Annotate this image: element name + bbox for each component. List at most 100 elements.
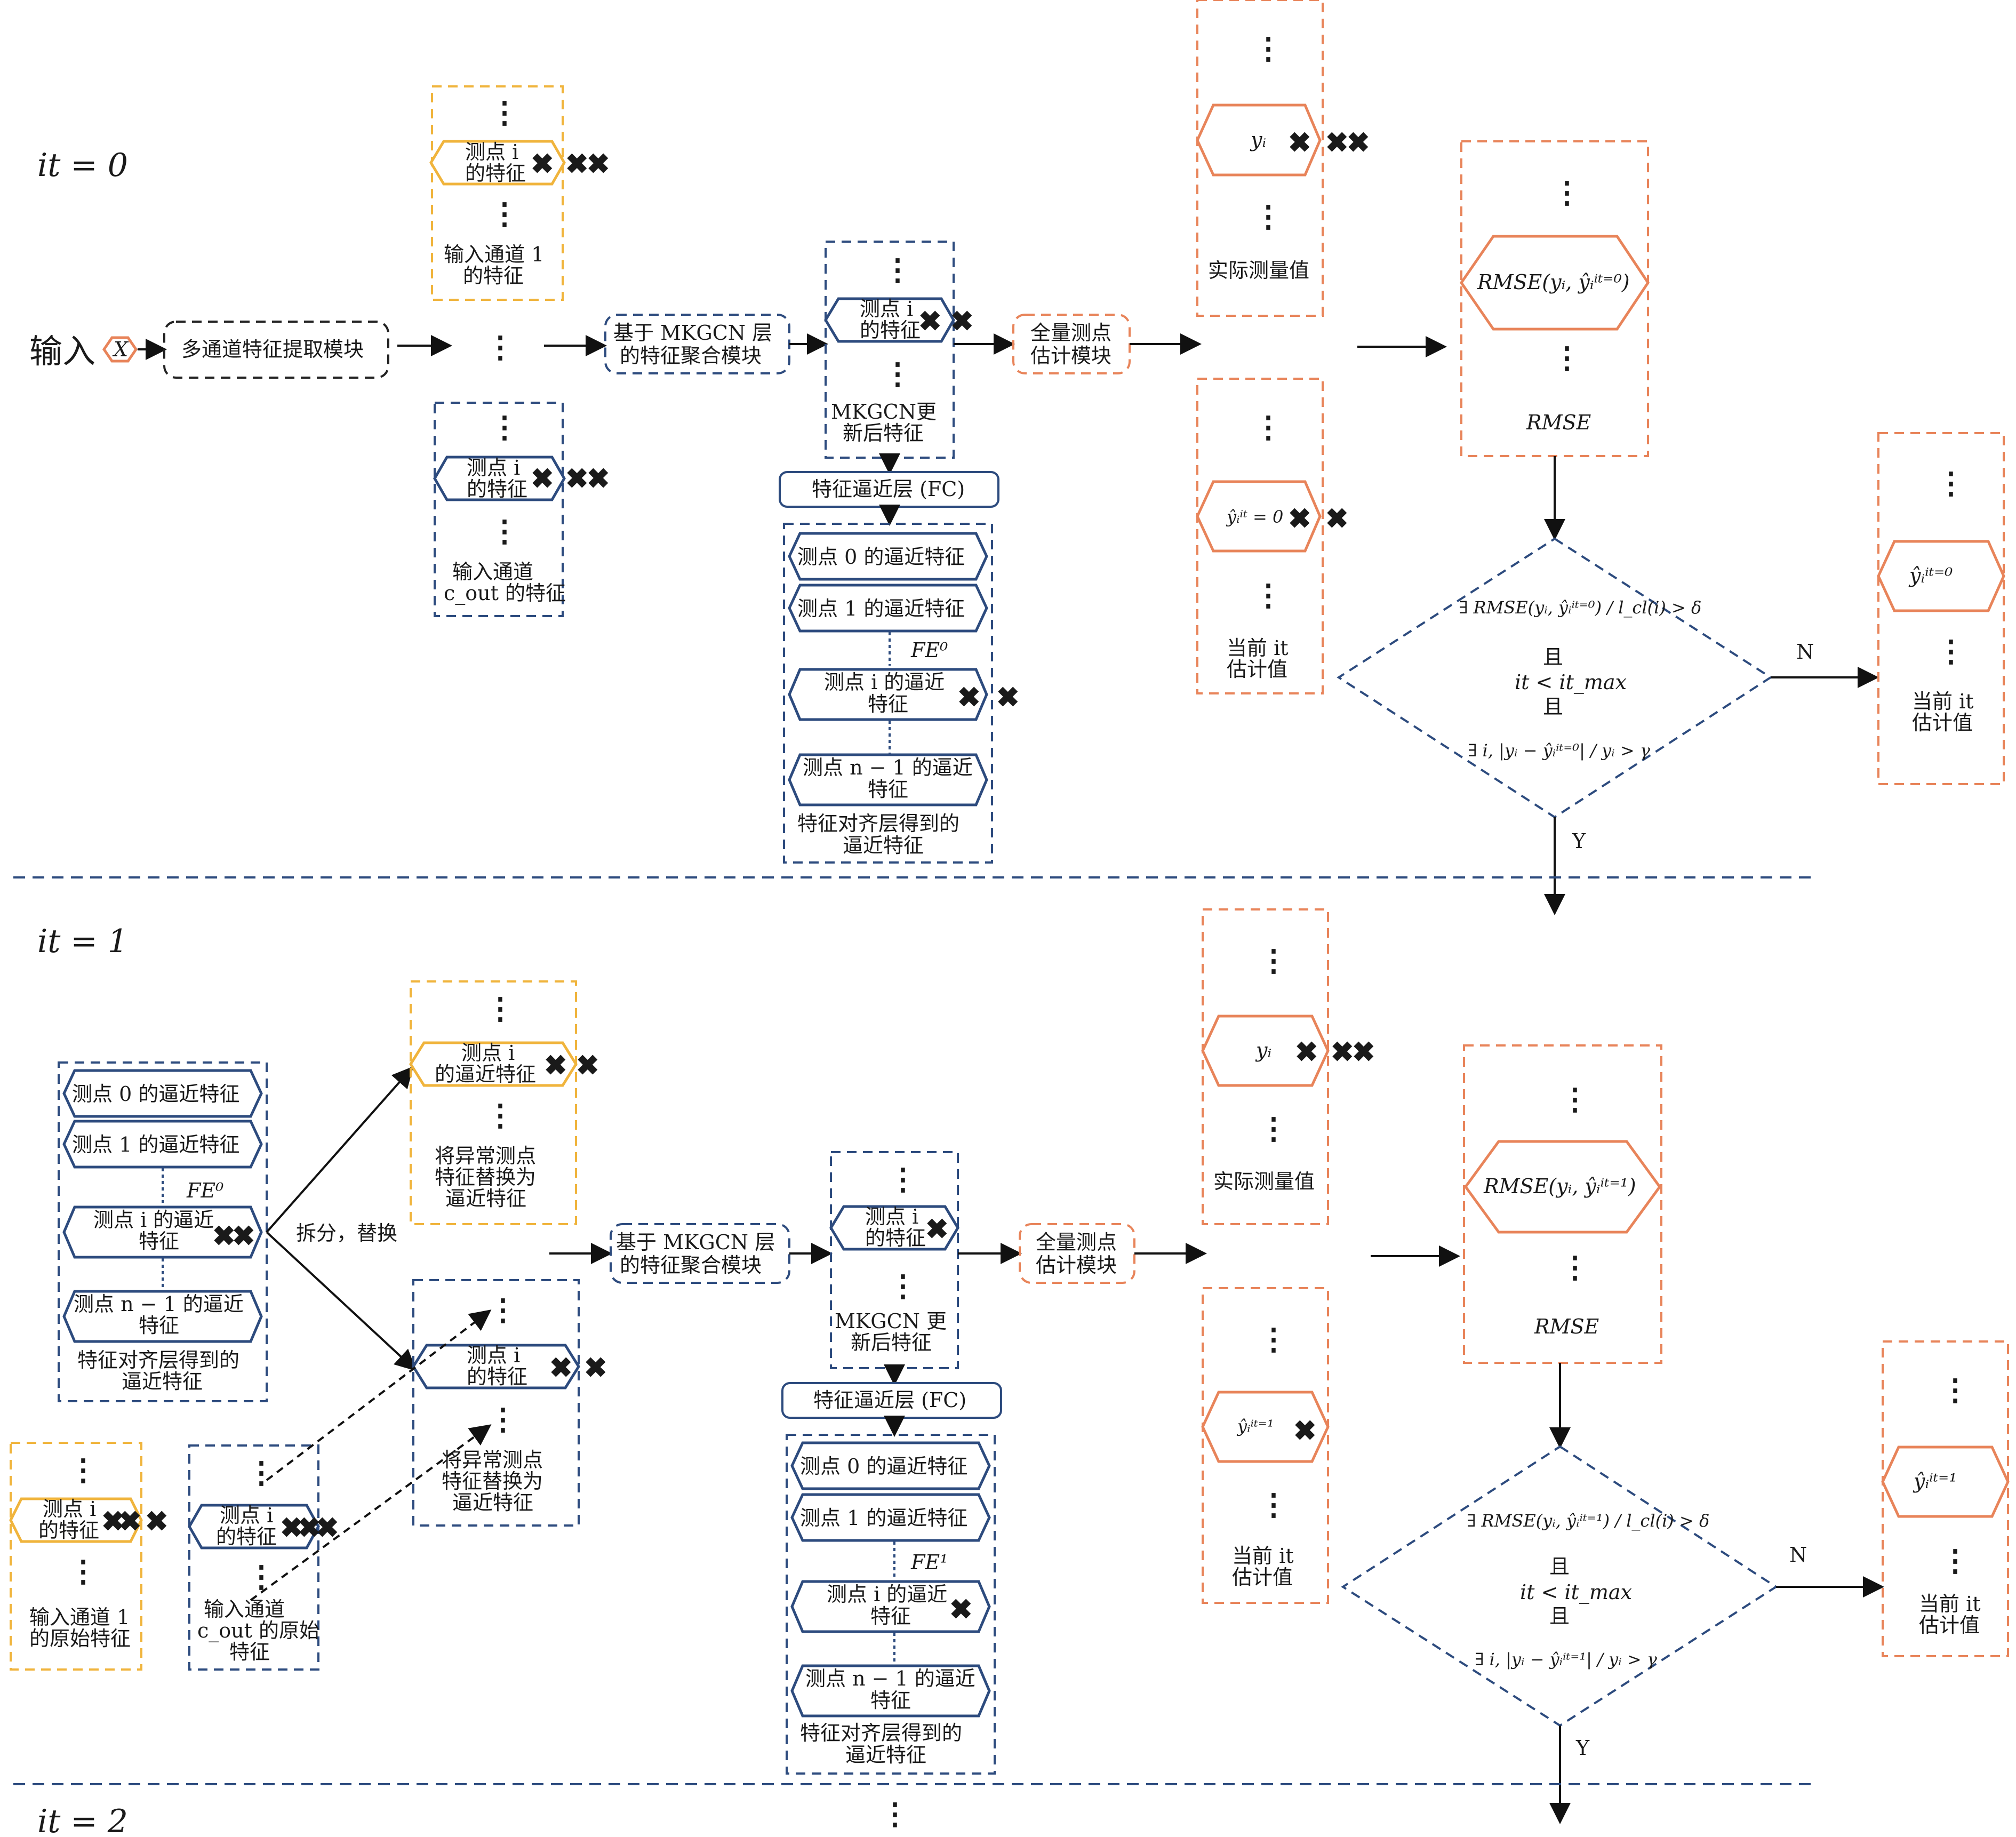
point-i-feature-ch1 <box>429 140 566 186</box>
dots-cout-bottom: ⋮ <box>490 514 519 549</box>
cross-icon: ✖ <box>101 1505 125 1538</box>
cross-icon: ✖ <box>949 1593 973 1626</box>
dots-rmse-bottom: ⋮ <box>1552 340 1582 376</box>
cross-icon: ✖ <box>280 1512 303 1544</box>
arrow-split-up <box>266 1066 414 1233</box>
original-cout-group <box>188 1444 319 1671</box>
current-line1-1: 当前 it <box>1232 1544 1294 1568</box>
input-x-label: X <box>112 338 129 361</box>
dots-orig1-bottom: ⋮ <box>68 1554 98 1589</box>
cross-icon: ✖ <box>118 1505 142 1538</box>
continuation-dots: ⋮ <box>880 1796 910 1832</box>
cond1-0: ∃ RMSE(yᵢ, ŷᵢⁱᵗ⁼⁰) / l_cl(i) > δ <box>1459 597 1701 618</box>
prev-align-line2: 逼近特征 <box>122 1370 203 1393</box>
full-estimation-module-1 <box>1019 1223 1135 1284</box>
dots-out1-top: ⋮ <box>1940 1372 1970 1408</box>
dots-cout-top: ⋮ <box>490 410 519 445</box>
yes-label-0: Y <box>1572 829 1586 853</box>
prev-align-line1: 特征对齐层得到的 <box>77 1348 239 1372</box>
original-point-i-cout <box>188 1504 320 1550</box>
current-estimate-group <box>1196 378 1324 694</box>
prev-approx-1 <box>62 1120 263 1169</box>
dots-cur1-top: ⋮ <box>1259 1322 1289 1357</box>
output-estimate-group-1 <box>1882 1340 2009 1657</box>
orig2-pt-line1: 测点 i <box>220 1504 273 1527</box>
orig2-pt-line2: 的特征 <box>216 1525 277 1548</box>
iteration-label-2: it = 2 <box>37 1803 128 1837</box>
upd-line1: MKGCN更 <box>831 400 937 424</box>
orig2-line1: 输入通道 <box>204 1598 285 1621</box>
cross-icon: ✖ <box>587 148 610 180</box>
output-yhat-1 <box>1881 1445 2010 1518</box>
approx-i-line1: 测点 i 的逼近 <box>824 670 945 694</box>
rmse-hexagon <box>1459 235 1650 331</box>
fullest-line2: 估计模块 <box>1030 344 1111 368</box>
cout-line1: 输入通道 <box>452 560 533 584</box>
feature-extraction-label: 多通道特征提取模块 <box>181 338 364 361</box>
dots-rep2-top: ⋮ <box>488 1292 518 1328</box>
and-1-0: 且 <box>1543 645 1563 669</box>
rep1-line3: 逼近特征 <box>445 1187 526 1210</box>
dots-act-bottom: ⋮ <box>1253 199 1283 234</box>
cross-icon: ✖ <box>298 1512 321 1544</box>
rep1-pt-line2: 的逼近特征 <box>435 1063 536 1086</box>
cond3-0: ∃ i, |yᵢ − ŷᵢⁱᵗ⁼⁰| / yᵢ > γ <box>1468 740 1651 761</box>
a1-approx-n-line1: 测点 n − 1 的逼近 <box>805 1667 975 1690</box>
yhat1-label: ŷᵢⁱᵗ⁼¹ <box>1236 1416 1274 1436</box>
actual-values-group-1 <box>1202 908 1329 1225</box>
upd-line2: 新后特征 <box>843 421 924 445</box>
fullest-line1: 全量测点 <box>1030 321 1111 345</box>
channel-cout-group <box>434 402 564 617</box>
ch1-line1: 输入通道 1 <box>444 243 544 266</box>
actual-values-group <box>1196 0 1324 317</box>
cross-icon: ✖ <box>1288 502 1311 535</box>
dots-upd1-top: ⋮ <box>888 1162 918 1197</box>
cross-icon: ✖ <box>1347 126 1370 159</box>
cross-icon: ✖ <box>950 305 974 338</box>
cross-icon: ✖ <box>918 305 942 338</box>
approx-n-line2: 特征 <box>868 778 908 801</box>
orig1-pt-line1: 测点 i <box>43 1497 96 1521</box>
approx1-feature-i <box>790 1580 991 1633</box>
dots-rep1-top: ⋮ <box>485 991 515 1026</box>
dots-act1-top: ⋮ <box>1259 943 1289 978</box>
a1-align-line1: 特征对齐层得到的 <box>800 1721 962 1745</box>
upd-pt-line1: 测点 i <box>860 297 913 321</box>
ch1-line2: 的特征 <box>463 264 524 287</box>
replaced-point-i-ch1 <box>409 1041 578 1087</box>
cross-icon: ✖ <box>565 462 589 495</box>
mkgcn-line1: 基于 MKGCN 层 <box>613 321 772 345</box>
orig1-line2: 的原始特征 <box>29 1627 131 1650</box>
approx-n-line1: 测点 n − 1 的逼近 <box>803 756 973 779</box>
dots-cur-bottom: ⋮ <box>1253 578 1283 613</box>
estimate-yhat-0 <box>1196 480 1322 553</box>
prev-approx-n-line1: 测点 n − 1 的逼近 <box>74 1292 244 1316</box>
approx-features-group <box>783 523 993 864</box>
actual-yi-1 <box>1201 1015 1330 1087</box>
cond2-0: it < it_max <box>1515 670 1627 694</box>
point-i-feature-cout <box>433 456 566 501</box>
dots-act-top: ⋮ <box>1253 31 1283 66</box>
approx-feature-1 <box>788 584 988 633</box>
a1-approx1-label: 测点 1 的逼近特征 <box>800 1506 967 1530</box>
dots-out1-bottom: ⋮ <box>1940 1543 1970 1578</box>
align-line1: 特征对齐层得到的 <box>797 812 959 835</box>
rep2-line2: 特征替换为 <box>442 1469 543 1493</box>
replaced-point-i-cout <box>412 1344 580 1389</box>
cross-icon: ✖ <box>1352 1036 1375 1068</box>
prev-approx-i-line2: 特征 <box>139 1229 179 1253</box>
actual-label-1: 实际测量值 <box>1213 1170 1315 1193</box>
rmse-hexagon-1 <box>1463 1140 1662 1234</box>
mkgcn-line2: 的特征聚合模块 <box>620 344 762 368</box>
and-1-1: 且 <box>1549 1555 1570 1578</box>
cross-icon: ✖ <box>549 1352 573 1384</box>
upd-pt-line2: 的特征 <box>860 318 921 342</box>
arrow-split-down <box>266 1231 417 1371</box>
pt-i-line2-cout: 的特征 <box>467 477 527 501</box>
mkgcn1-line2: 的特征聚合模块 <box>620 1253 762 1277</box>
dots-ch1-top: ⋮ <box>490 95 519 130</box>
orig1-pt-line2: 的特征 <box>38 1519 99 1542</box>
rep2-line1: 将异常测点 <box>442 1448 543 1472</box>
a1-approx-i-line1: 测点 i 的逼近 <box>827 1583 947 1606</box>
actual-yi <box>1196 103 1322 177</box>
